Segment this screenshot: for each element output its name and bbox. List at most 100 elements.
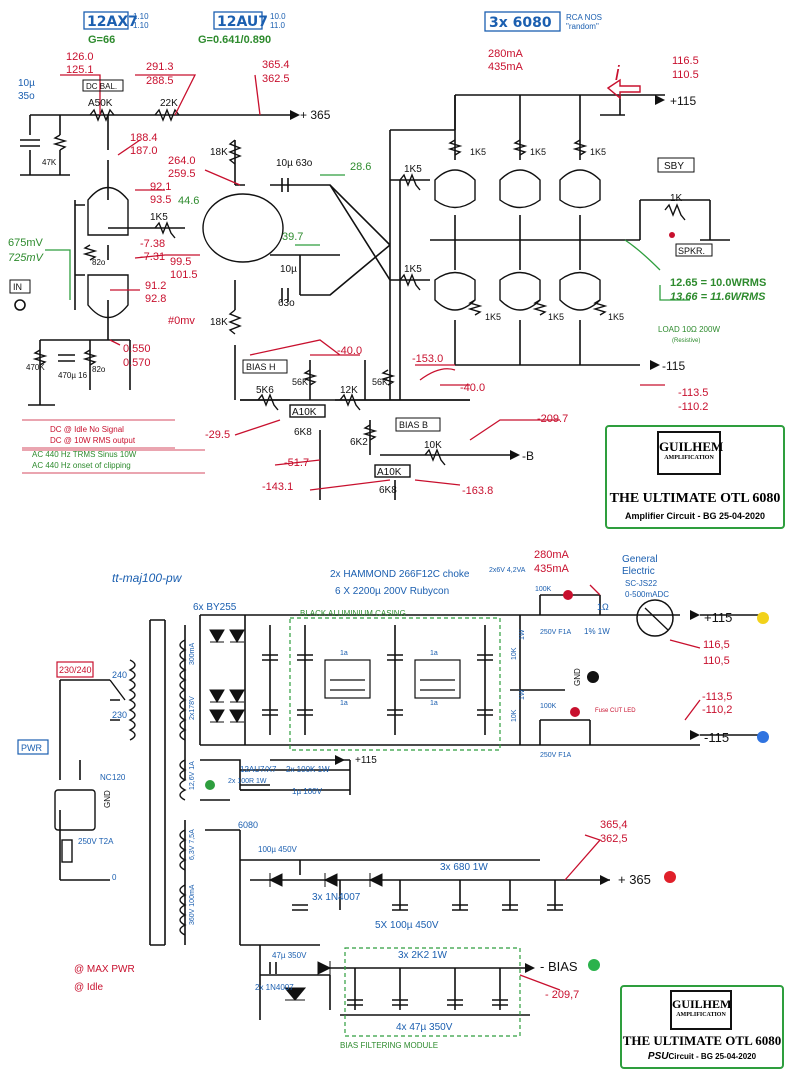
lbl-r6k2: 6K2 — [350, 437, 368, 448]
amp-logo-caption: Amplifier Circuit - BG 25-04-2020 — [624, 511, 766, 521]
mains-box — [56, 661, 94, 678]
v-517: -51.7 — [284, 457, 309, 469]
psu-r100k-b: 100K — [540, 703, 557, 710]
v-921: 92.1 — [150, 181, 171, 193]
psu-fuse-main: 250V T2A — [78, 837, 114, 846]
tube2-v2: 11.0 — [270, 21, 286, 30]
pot-a10k-a — [289, 404, 326, 418]
lbl-c470u16: 470µ 16 — [58, 371, 88, 380]
lbl-r1k5-b: 1K5 — [404, 264, 422, 275]
psu-arrow-m115 — [690, 730, 700, 740]
psu-heater2: 6080 — [238, 820, 258, 830]
amp-logo-title: THE ULTIMATE OTL 6080 — [609, 491, 781, 506]
lbl-r1k5-h: 1K5 — [548, 312, 564, 322]
psu-heat-c: 2x 100K 1W — [286, 765, 330, 774]
tube1-name: 12AX7 — [87, 14, 138, 30]
psu-logo-card: GUILHEM AMPLIFICATION THE ULTIMATE OTL 6… — [620, 985, 784, 1069]
psu-v1165: 116,5 — [703, 639, 730, 651]
psu-hv-sec: 360V 100mA — [189, 884, 196, 925]
psu-plus365: + 365 — [618, 872, 651, 887]
ammeter — [636, 599, 674, 637]
amp-logo-mark: GUILHEM AMPLIFICATION — [657, 431, 723, 475]
psu-heater-v: 12,6V 1A — [189, 761, 196, 790]
res-a50k — [89, 108, 115, 122]
psu-r1w-b: 1W — [519, 689, 526, 700]
lbl-plus115: +115 — [670, 94, 696, 108]
rms-2: 13.66 = 11.6WRMS — [670, 291, 766, 303]
input-jack[interactable] — [14, 299, 26, 311]
i-435: 435mA — [488, 61, 524, 73]
meter-2: Electric — [622, 566, 655, 577]
lbl-c10u-b: 10µ — [280, 264, 297, 275]
lbl-r47k: 47K — [42, 158, 57, 167]
v-126: 126.0 — [66, 51, 94, 63]
legend-1: DC @ Idle No Signal — [50, 425, 124, 434]
res-5k6 — [257, 393, 279, 411]
v-1251: 125.1 — [66, 64, 94, 76]
v-1015: 101.5 — [170, 269, 198, 281]
psu-transformer — [128, 639, 187, 936]
rms-1: 12.65 = 10.0WRMS — [670, 277, 766, 289]
psu-author: tt-maj100-pw — [112, 571, 183, 585]
psu-fuse-a: 250V F1A — [540, 629, 571, 636]
psu-r1w-a: 1W — [519, 629, 526, 640]
tube1-lower — [87, 274, 129, 319]
psu-fuse-b: 250V F1A — [540, 752, 571, 759]
lbl-r5k6: 5K6 — [256, 385, 274, 396]
load-label: LOAD 10Ω 200W — [658, 325, 720, 334]
psu-vertical-labels: 300mA 2x178V 12,6V 1A 6,3V 7,5A 360V 100… — [103, 629, 582, 925]
v-295: -29.5 — [205, 429, 230, 441]
legend-4: AC 440 Hz onset of clipping — [32, 461, 131, 470]
lbl-r6k8-a: 6K8 — [294, 427, 312, 438]
res-1k5-i — [592, 299, 608, 316]
res-18k-a — [228, 139, 242, 165]
lbl-r1k5-c: 1K5 — [470, 147, 486, 157]
res-22k — [154, 108, 180, 122]
v-1884: 188.4 — [130, 132, 158, 144]
led-green — [205, 780, 215, 790]
tube2-name: 12AU7 — [217, 14, 268, 30]
psu-bias-dio: 2x 1N4007 — [255, 983, 294, 992]
res-1k5-a — [399, 173, 421, 191]
v-995: 99.5 — [170, 256, 191, 268]
psu-v1105: 110,5 — [703, 655, 730, 667]
psu-sec-a: 300mA — [189, 642, 196, 665]
psu-i280: 280mA — [534, 549, 570, 561]
v-1135: -113.5 — [678, 387, 708, 399]
psu-hv-cap: 100µ 450V — [258, 845, 298, 854]
amp-labels: 10µ 35o 47K DC BAL. A50K 22K 18K 18K 10µ… — [9, 63, 713, 496]
pwr-box — [17, 739, 49, 755]
legend-2: DC @ 10W RMS output — [50, 436, 136, 445]
tube1-v2: 1.10 — [133, 21, 149, 30]
psu-logo-sub: AMPLIFICATION — [676, 1012, 726, 1018]
res-1k5-d — [512, 139, 528, 156]
terminal-gnd-dot — [587, 671, 599, 683]
lbl-r470k: 470K — [26, 363, 45, 372]
psu-blue-labels: tt-maj100-pw 2x HAMMOND 266F12C choke 6 … — [78, 554, 669, 1033]
psu-v3654: 365,4 — [600, 819, 628, 831]
psu-fuse-led: Fuse CUT LED — [595, 708, 636, 714]
res-820-a — [82, 244, 98, 261]
psu-heater2-v: 6,3V 7,5A — [189, 829, 196, 860]
psu-bias-caps: 4x 47µ 350V — [396, 1022, 453, 1033]
v-3625: 362.5 — [262, 73, 290, 85]
tube2-envelope — [202, 193, 284, 263]
amp-green-leaders — [45, 174, 690, 301]
psu-logo-mark: GUILHEM AMPLIFICATION — [670, 990, 732, 1030]
bias-module-box — [344, 947, 521, 1037]
v-928: 92.8 — [145, 293, 166, 305]
lbl-minus115: -115 — [662, 359, 685, 373]
v-446: 44.6 — [178, 195, 199, 207]
current-arrow-icon — [606, 78, 641, 100]
psu-terminal-labels: +115 -115 + 365 - BIAS +115 — [355, 610, 732, 974]
lbl-minusb: -B — [522, 449, 534, 463]
psu-trafo-small: 2x6V 4,2VA — [489, 567, 526, 574]
psu-r10k-b: 10K — [511, 709, 518, 722]
res-10k — [424, 448, 446, 466]
tube1-gain: G=66 — [88, 34, 115, 46]
choke-lbl-4: 1a — [430, 700, 438, 707]
out-tube-2 — [499, 169, 541, 209]
psu-arrow-365 — [600, 875, 610, 885]
meter-1: General — [622, 554, 658, 565]
res-56k-a — [302, 369, 318, 386]
